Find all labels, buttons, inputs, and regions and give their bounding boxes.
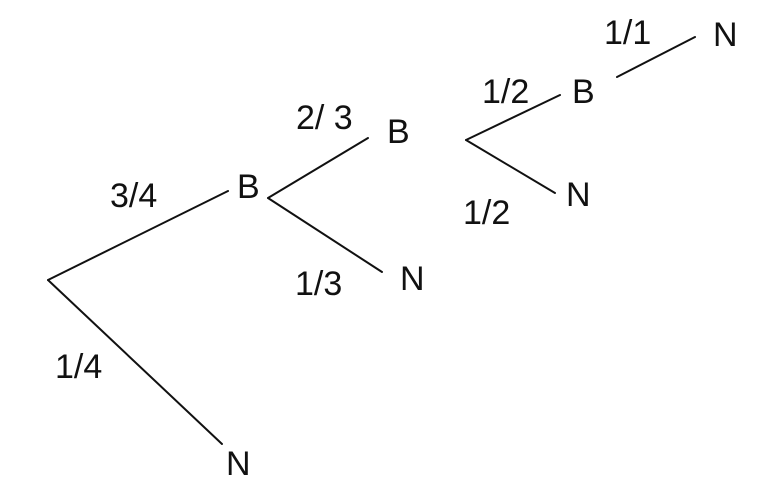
- branch-b2-to-b3: [465, 94, 561, 141]
- probability-b2-to-b3: 1/2: [482, 73, 529, 111]
- node-n3-label: N: [566, 176, 591, 214]
- branch-b2-to-n3: [465, 139, 556, 194]
- node-b3-label: B: [572, 73, 595, 111]
- probability-b1-to-b2: 2/ 3: [296, 99, 353, 137]
- node-b1-label: B: [237, 168, 260, 206]
- branch-b1-to-n2: [267, 197, 383, 273]
- probability-b2-to-n3: 1/2: [463, 194, 510, 232]
- probability-b1-to-n2: 1/3: [295, 265, 342, 303]
- branch-b1-to-b2: [267, 137, 369, 199]
- node-n4-label: N: [713, 16, 738, 54]
- branch-root-to-n1: [47, 279, 223, 445]
- branch-b3-to-n4: [616, 36, 696, 78]
- node-n1-label: N: [226, 445, 251, 483]
- node-n2-label: N: [400, 260, 425, 298]
- probability-root-to-b1: 3/4: [110, 177, 157, 215]
- probability-b3-to-n4: 1/1: [604, 14, 651, 52]
- node-b2-label: B: [387, 113, 410, 151]
- branch-root-to-b1: [47, 190, 229, 281]
- probability-root-to-n1: 1/4: [55, 348, 102, 386]
